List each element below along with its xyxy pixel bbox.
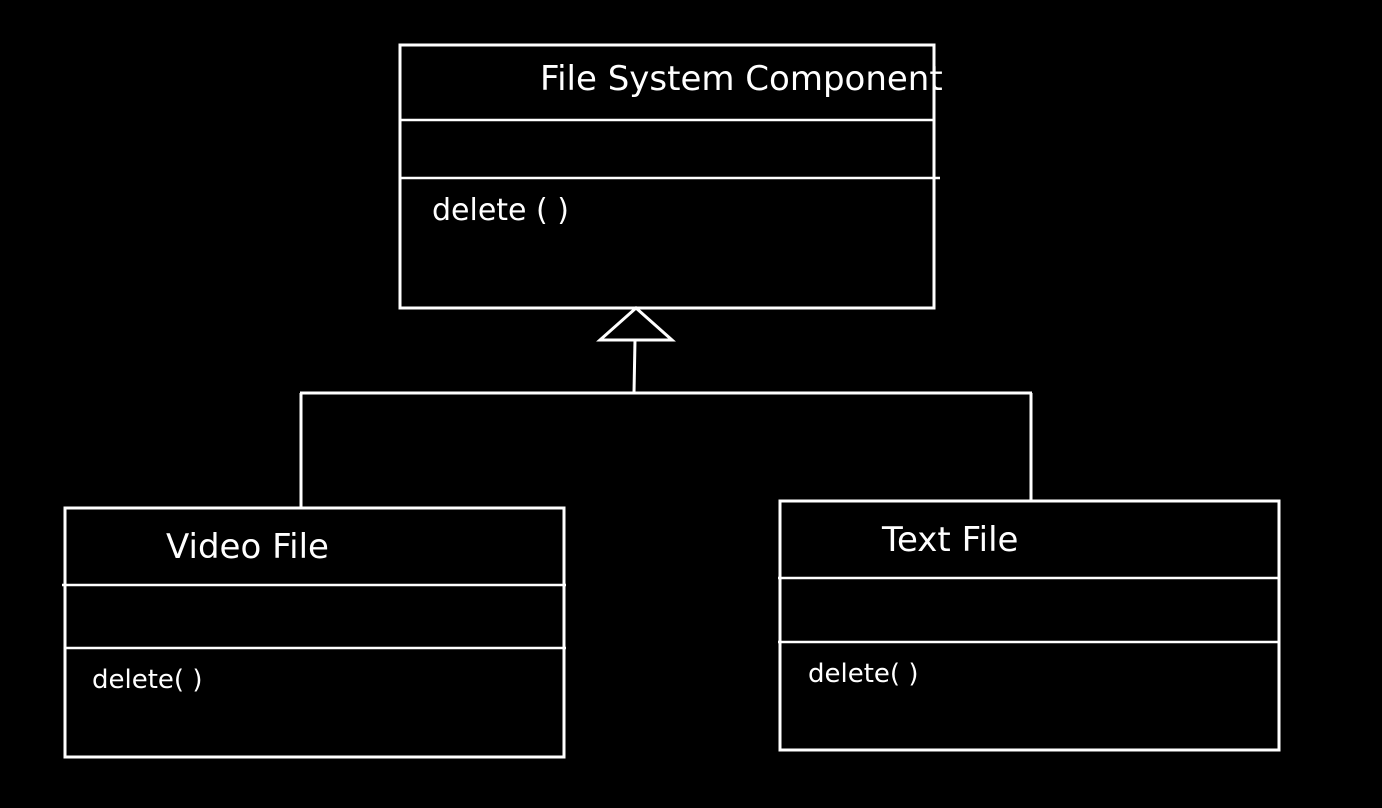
- class-box-video-file: [63, 506, 566, 759]
- method-delete: delete( ): [92, 665, 202, 695]
- class-name: File System Component: [540, 59, 943, 99]
- class-text-file[interactable]: Text File delete( ): [778, 499, 1281, 752]
- hollow-triangle-arrowhead: [596, 305, 676, 342]
- connector-stem: [632, 339, 637, 394]
- class-name: Text File: [881, 520, 1018, 560]
- class-box-text-file: [778, 499, 1281, 752]
- method-delete: delete( ): [808, 659, 918, 689]
- class-video-file[interactable]: Video File delete( ): [62, 506, 566, 759]
- method-delete: delete ( ): [432, 193, 569, 228]
- class-name: Video File: [166, 527, 329, 567]
- class-box-file-system-component: [398, 43, 936, 310]
- class-file-system-component[interactable]: File System Component delete ( ): [398, 43, 943, 310]
- generalization-connector: [299, 305, 1033, 509]
